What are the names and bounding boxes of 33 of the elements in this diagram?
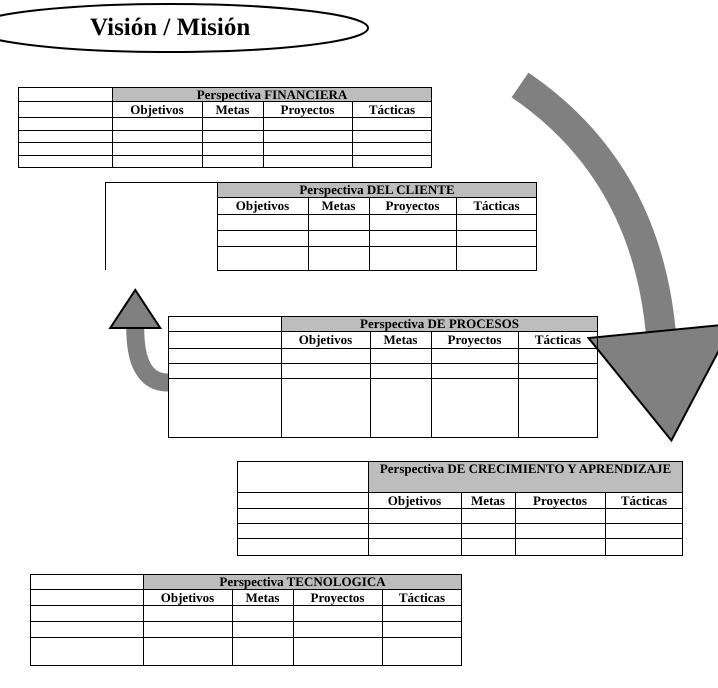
column-header: Tácticas	[472, 198, 521, 213]
column-header: Objetivos	[298, 332, 354, 347]
scorecard-table	[237, 461, 683, 556]
column-header: Metas	[214, 102, 250, 117]
scorecard-table	[18, 87, 432, 168]
table-heading: Perspectiva DEL CLIENTE	[217, 182, 537, 197]
curved-arrow	[511, 72, 718, 442]
column-header: Proyectos	[280, 102, 336, 117]
column-header: Metas	[382, 332, 418, 347]
column-header: Tácticas	[534, 332, 582, 347]
oval-label: Visión / Misión	[90, 14, 250, 42]
column-header: Tácticas	[398, 590, 446, 605]
column-header: Proyectos	[310, 590, 366, 605]
column-header: Metas	[244, 590, 280, 605]
column-header: Objetivos	[129, 102, 185, 117]
column-header: Objetivos	[234, 198, 290, 213]
table-heading: Perspectiva TECNOLOGICA	[143, 574, 462, 589]
scorecard-table	[105, 182, 537, 271]
column-header: Metas	[470, 493, 506, 508]
column-header: Tácticas	[368, 102, 416, 117]
column-header: Objetivos	[160, 590, 216, 605]
curved-arrow	[109, 289, 169, 392]
column-header: Proyectos	[446, 332, 502, 347]
table-heading: Perspectiva DE PROCESOS	[281, 316, 598, 331]
scorecard-table	[30, 574, 462, 666]
column-header: Proyectos	[384, 198, 440, 213]
column-header: Proyectos	[532, 493, 588, 508]
table-heading: Perspectiva FINANCIERA	[112, 87, 432, 101]
column-header: Tácticas	[620, 493, 668, 508]
column-header: Objetivos	[386, 493, 442, 508]
scorecard-table	[168, 316, 598, 438]
column-header: Metas	[320, 198, 356, 213]
table-heading: Perspectiva DE CRECIMIENTO Y APRENDIZAJE	[368, 461, 683, 492]
